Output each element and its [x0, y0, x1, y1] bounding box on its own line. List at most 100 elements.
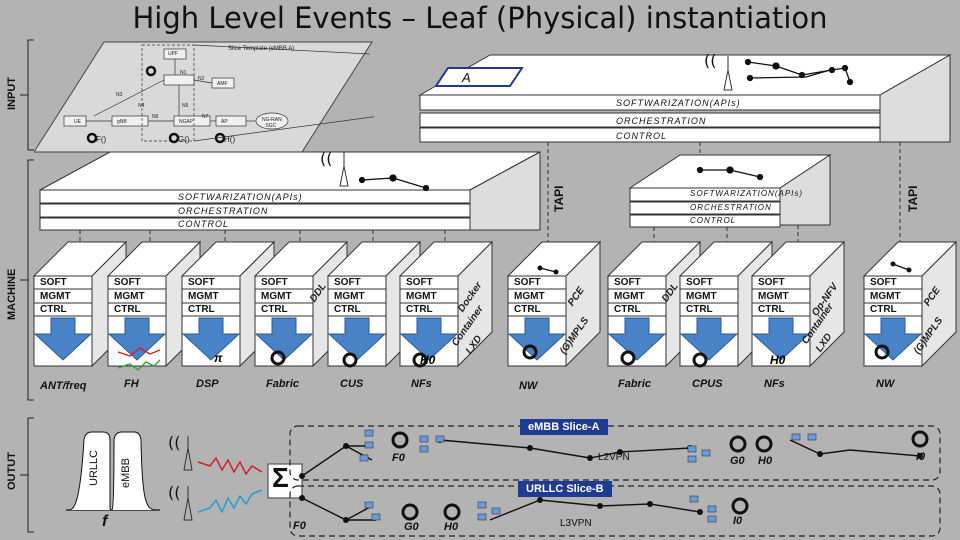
left-softwarization-layer: SOFTWARIZATION(APIs)	[178, 192, 303, 202]
down-arrow	[33, 317, 93, 361]
stack-ctrl-label: CTRL	[114, 304, 141, 313]
input-slice-label: A	[462, 70, 471, 85]
stack-soft-label: SOFT	[188, 277, 215, 288]
st-node-5gc: 5GC	[266, 123, 277, 129]
h0-glyph: H0	[420, 353, 436, 367]
resource-label-cus: CUS	[340, 378, 364, 390]
spectrum-label-urllc: URLLC	[88, 449, 100, 486]
resource-label-nfs-1: NFs	[411, 378, 432, 390]
top-control-layer: CONTROL	[616, 131, 668, 141]
pi-glyph: π	[214, 351, 223, 365]
resource-node-glyph	[692, 352, 708, 368]
st-node-upf: UPF	[168, 51, 178, 57]
st-node-ap: AP	[221, 119, 228, 125]
down-arrow	[254, 317, 314, 361]
down-arrow	[181, 317, 241, 361]
svg-text:((: ((	[168, 483, 180, 502]
st-node-ue: UE	[74, 119, 81, 125]
nw-graph-node	[890, 261, 896, 267]
resource-label-fabric-2: Fabric	[618, 378, 652, 390]
stack-ctrl-label: CTRL	[40, 304, 67, 313]
down-arrow	[863, 317, 923, 361]
slice-b-func-h0: H0	[444, 521, 459, 533]
slice-b-func-i0: I0	[733, 515, 743, 527]
stack-soft-label: SOFT	[870, 277, 897, 288]
svg-text:((: ((	[704, 51, 716, 70]
resource-node-glyph	[874, 344, 890, 360]
stack-mgmt-label: MGMT	[40, 290, 71, 302]
resource-label-nw-2: NW	[876, 378, 895, 390]
down-arrow	[507, 317, 567, 361]
st-node-ngap: NGAP	[179, 119, 194, 125]
st-link-n1: N1	[180, 70, 187, 76]
stack-ctrl-label: CTRL	[406, 304, 433, 313]
slice-a-func-h0: H0	[758, 455, 773, 467]
right-orchestration-layer: ORCHESTRATION	[690, 203, 772, 212]
down-arrow	[327, 317, 387, 361]
slice-a-func-i0: I0	[916, 451, 926, 463]
top-orchestration-layer: ORCHESTRATION	[616, 116, 707, 126]
st-node-amf: AMF	[217, 81, 228, 87]
st-link-n2: N2	[198, 76, 205, 82]
left-orchestration-layer: ORCHESTRATION	[178, 206, 269, 216]
resource-label-fh: FH	[124, 378, 139, 390]
stack-soft-label: SOFT	[334, 277, 361, 288]
page-title: High Level Events – Leaf (Physical) inst…	[132, 1, 828, 35]
down-arrow	[399, 317, 459, 361]
down-arrow	[107, 317, 167, 361]
resource-label-nw-1: NW	[519, 380, 538, 392]
nw-graph-node	[553, 269, 559, 275]
stack-mgmt-label: MGMT	[334, 290, 365, 302]
fh-signal-glyph	[117, 359, 161, 371]
stack-soft-label: SOFT	[614, 277, 641, 288]
stack-ctrl-label: CTRL	[261, 304, 288, 313]
slice-b-func-g0: G0	[404, 521, 419, 533]
stack-soft-label: SOFT	[261, 277, 288, 288]
stack-mgmt-label: MGMT	[406, 290, 437, 302]
stack-mgmt-label: MGMT	[758, 290, 789, 302]
stack-soft-label: SOFT	[114, 277, 141, 288]
stack-mgmt-label: MGMT	[261, 290, 292, 302]
slice-a-func-f0: F0	[392, 452, 405, 464]
stack-ctrl-label: CTRL	[514, 304, 541, 313]
resource-label-dsp: DSP	[196, 378, 219, 390]
spectrum-label-embb: eMBB	[120, 458, 132, 488]
st-func-f: F()	[96, 135, 107, 144]
resource-label-ant: ANT/freq	[40, 380, 87, 392]
right-control-layer: CONTROL	[690, 216, 737, 225]
stack-ctrl-label: CTRL	[614, 304, 641, 313]
st-func-g: G()	[178, 135, 190, 144]
resource-label-fabric-1: Fabric	[266, 378, 300, 390]
left-control-layer: CONTROL	[178, 219, 230, 229]
stack-soft-label: SOFT	[686, 277, 713, 288]
resource-label-cpus: CPUS	[692, 378, 723, 390]
nw-graph-edge	[539, 267, 557, 273]
stack-ctrl-label: CTRL	[334, 304, 361, 313]
fh-signal-glyph-red	[117, 347, 161, 357]
resource-node-glyph	[620, 350, 636, 366]
stack-soft-label: SOFT	[758, 277, 785, 288]
svg-text:((: ((	[320, 149, 332, 168]
stack-ctrl-label: CTRL	[870, 304, 897, 313]
st-link-n5: N5	[182, 103, 189, 109]
stack-mgmt-label: MGMT	[514, 290, 545, 302]
stack-soft-label: SOFT	[514, 277, 541, 288]
top-softwarization-layer: SOFTWARIZATION(APIs)	[616, 98, 741, 108]
stack-ctrl-label: CTRL	[686, 304, 713, 313]
frequency-axis-label: f	[102, 513, 108, 530]
resource-node-glyph	[342, 352, 358, 368]
slice-a-tag: eMBB Slice-A	[520, 419, 608, 435]
st-link-n7: N7	[202, 114, 209, 120]
st-link-n3: N3	[116, 92, 123, 98]
stack-mgmt-label: MGMT	[870, 290, 901, 302]
resource-node-glyph	[412, 352, 428, 368]
stack-mgmt-label: MGMT	[114, 290, 145, 302]
nw-graph-node	[537, 265, 543, 271]
resource-node-glyph	[270, 350, 286, 366]
slice-b-func-f0: F0	[293, 520, 306, 532]
slice-b-tag: URLLC Slice-B	[518, 481, 612, 497]
resource-node-glyph	[522, 344, 538, 360]
